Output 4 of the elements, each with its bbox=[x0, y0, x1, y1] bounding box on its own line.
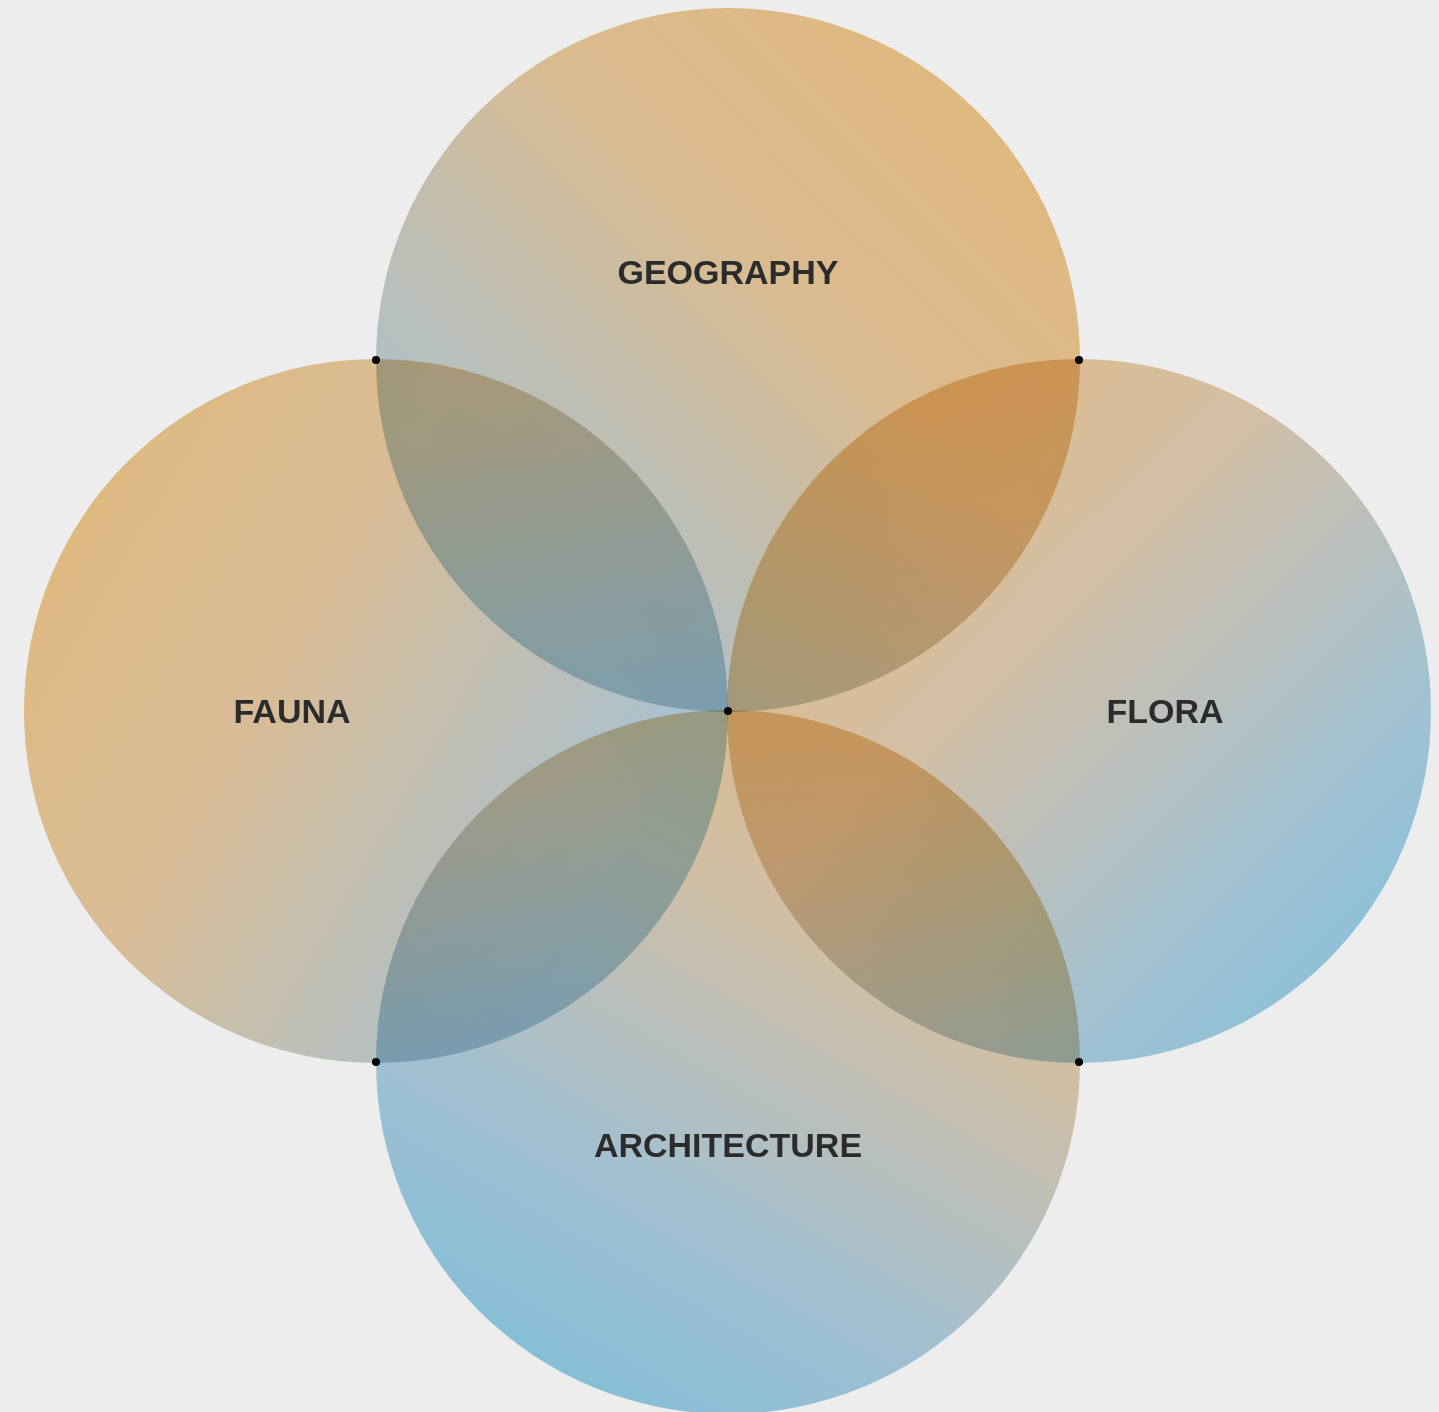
circle-label: ARCHITECTURE bbox=[593, 1125, 863, 1165]
circle-label: GEOGRAPHY bbox=[617, 252, 839, 292]
circle-label: FAUNA bbox=[233, 691, 351, 731]
circle-label: FLORA bbox=[1106, 691, 1224, 731]
